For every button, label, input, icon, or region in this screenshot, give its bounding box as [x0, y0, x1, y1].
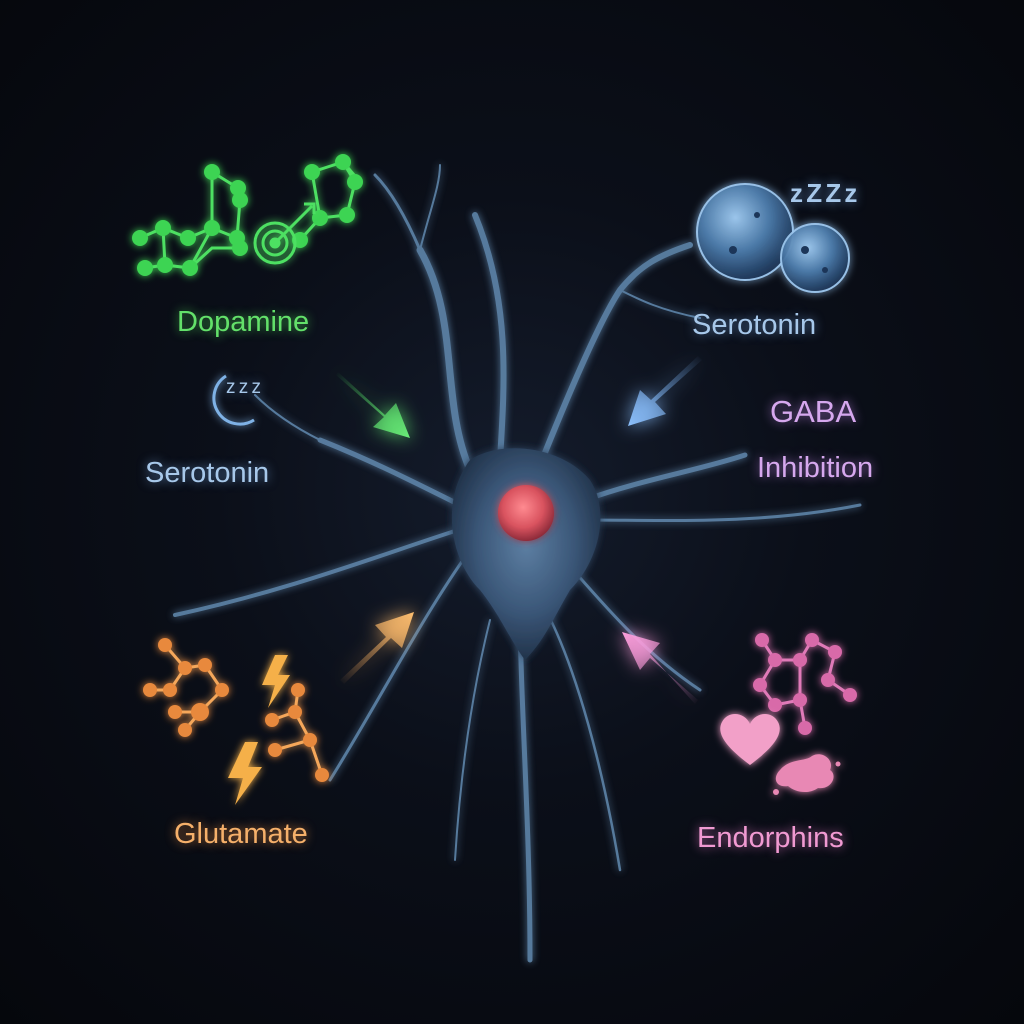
endorphin-molecule-icon [753, 633, 857, 735]
glutamate-label: Glutamate [174, 818, 308, 850]
gaba-label: GABA [770, 394, 857, 429]
molecule-icon [143, 638, 329, 782]
neuron-dendrites [173, 164, 862, 963]
endorphins-label: Endorphins [697, 822, 844, 854]
lightning-icon [228, 655, 290, 805]
glutamate-arrow [340, 612, 414, 684]
dopamine-arrow [336, 372, 410, 438]
serotonin-arrow [628, 356, 702, 426]
molecule-cluster-icon [132, 154, 363, 276]
neuron-nucleus [498, 485, 554, 541]
serotonin-right-label: Serotonin [692, 309, 817, 341]
sleep-z-icon: z z z [226, 377, 261, 398]
target-icon [253, 202, 316, 265]
splash-icon [773, 754, 841, 795]
inhibition-label: Inhibition [757, 452, 874, 484]
sleep-z-icon: z Z Z z [790, 178, 857, 208]
neuron-cell-body [451, 448, 601, 660]
endorphins-arrow [622, 632, 698, 704]
dopamine-label: Dopamine [177, 306, 310, 338]
heart-icon [720, 713, 780, 765]
moon-icon [212, 374, 255, 426]
cell-bubble-icon [696, 183, 850, 293]
serotonin-left-label: Serotonin [145, 457, 270, 489]
